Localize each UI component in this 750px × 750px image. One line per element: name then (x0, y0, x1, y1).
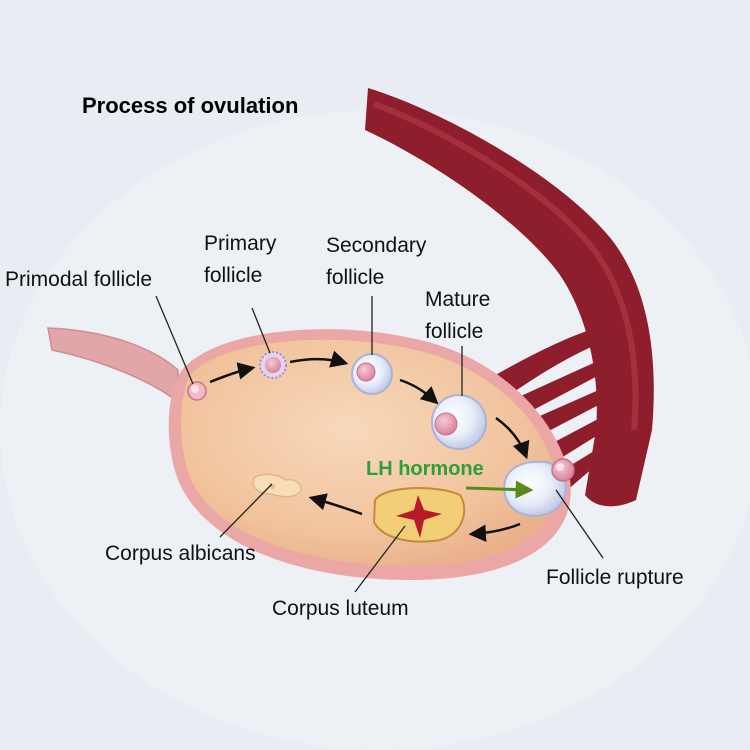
label-lh-hormone: LH hormone (366, 458, 484, 480)
label-primodal-follicle: Primodal follicle (5, 268, 152, 291)
mature-follicle (431, 394, 487, 450)
label-mature-follicle-line2: follicle (425, 320, 483, 343)
corpus-luteum (372, 487, 466, 543)
fallopian-tube (365, 88, 654, 507)
primary-follicle (259, 351, 287, 379)
lh-arrow (465, 480, 534, 499)
primodal-follicle (187, 381, 207, 401)
label-primary-follicle-line1: Primary (204, 232, 277, 255)
label-secondary-follicle-line1: Secondary (326, 234, 427, 257)
leader-lines (155, 295, 604, 593)
label-follicle-rupture: Follicle rupture (546, 566, 684, 589)
ruptured-follicle (503, 458, 575, 517)
label-secondary-follicle-line2: follicle (326, 266, 384, 289)
secondary-follicle (351, 353, 393, 395)
label-corpus-albicans: Corpus albicans (105, 542, 256, 565)
label-mature-follicle-line1: Mature (425, 288, 490, 311)
cycle-arrows (209, 350, 530, 542)
diagram-title: Process of ovulation (82, 93, 298, 118)
label-corpus-luteum: Corpus luteum (272, 597, 409, 620)
label-primary-follicle-line2: follicle (204, 264, 262, 287)
